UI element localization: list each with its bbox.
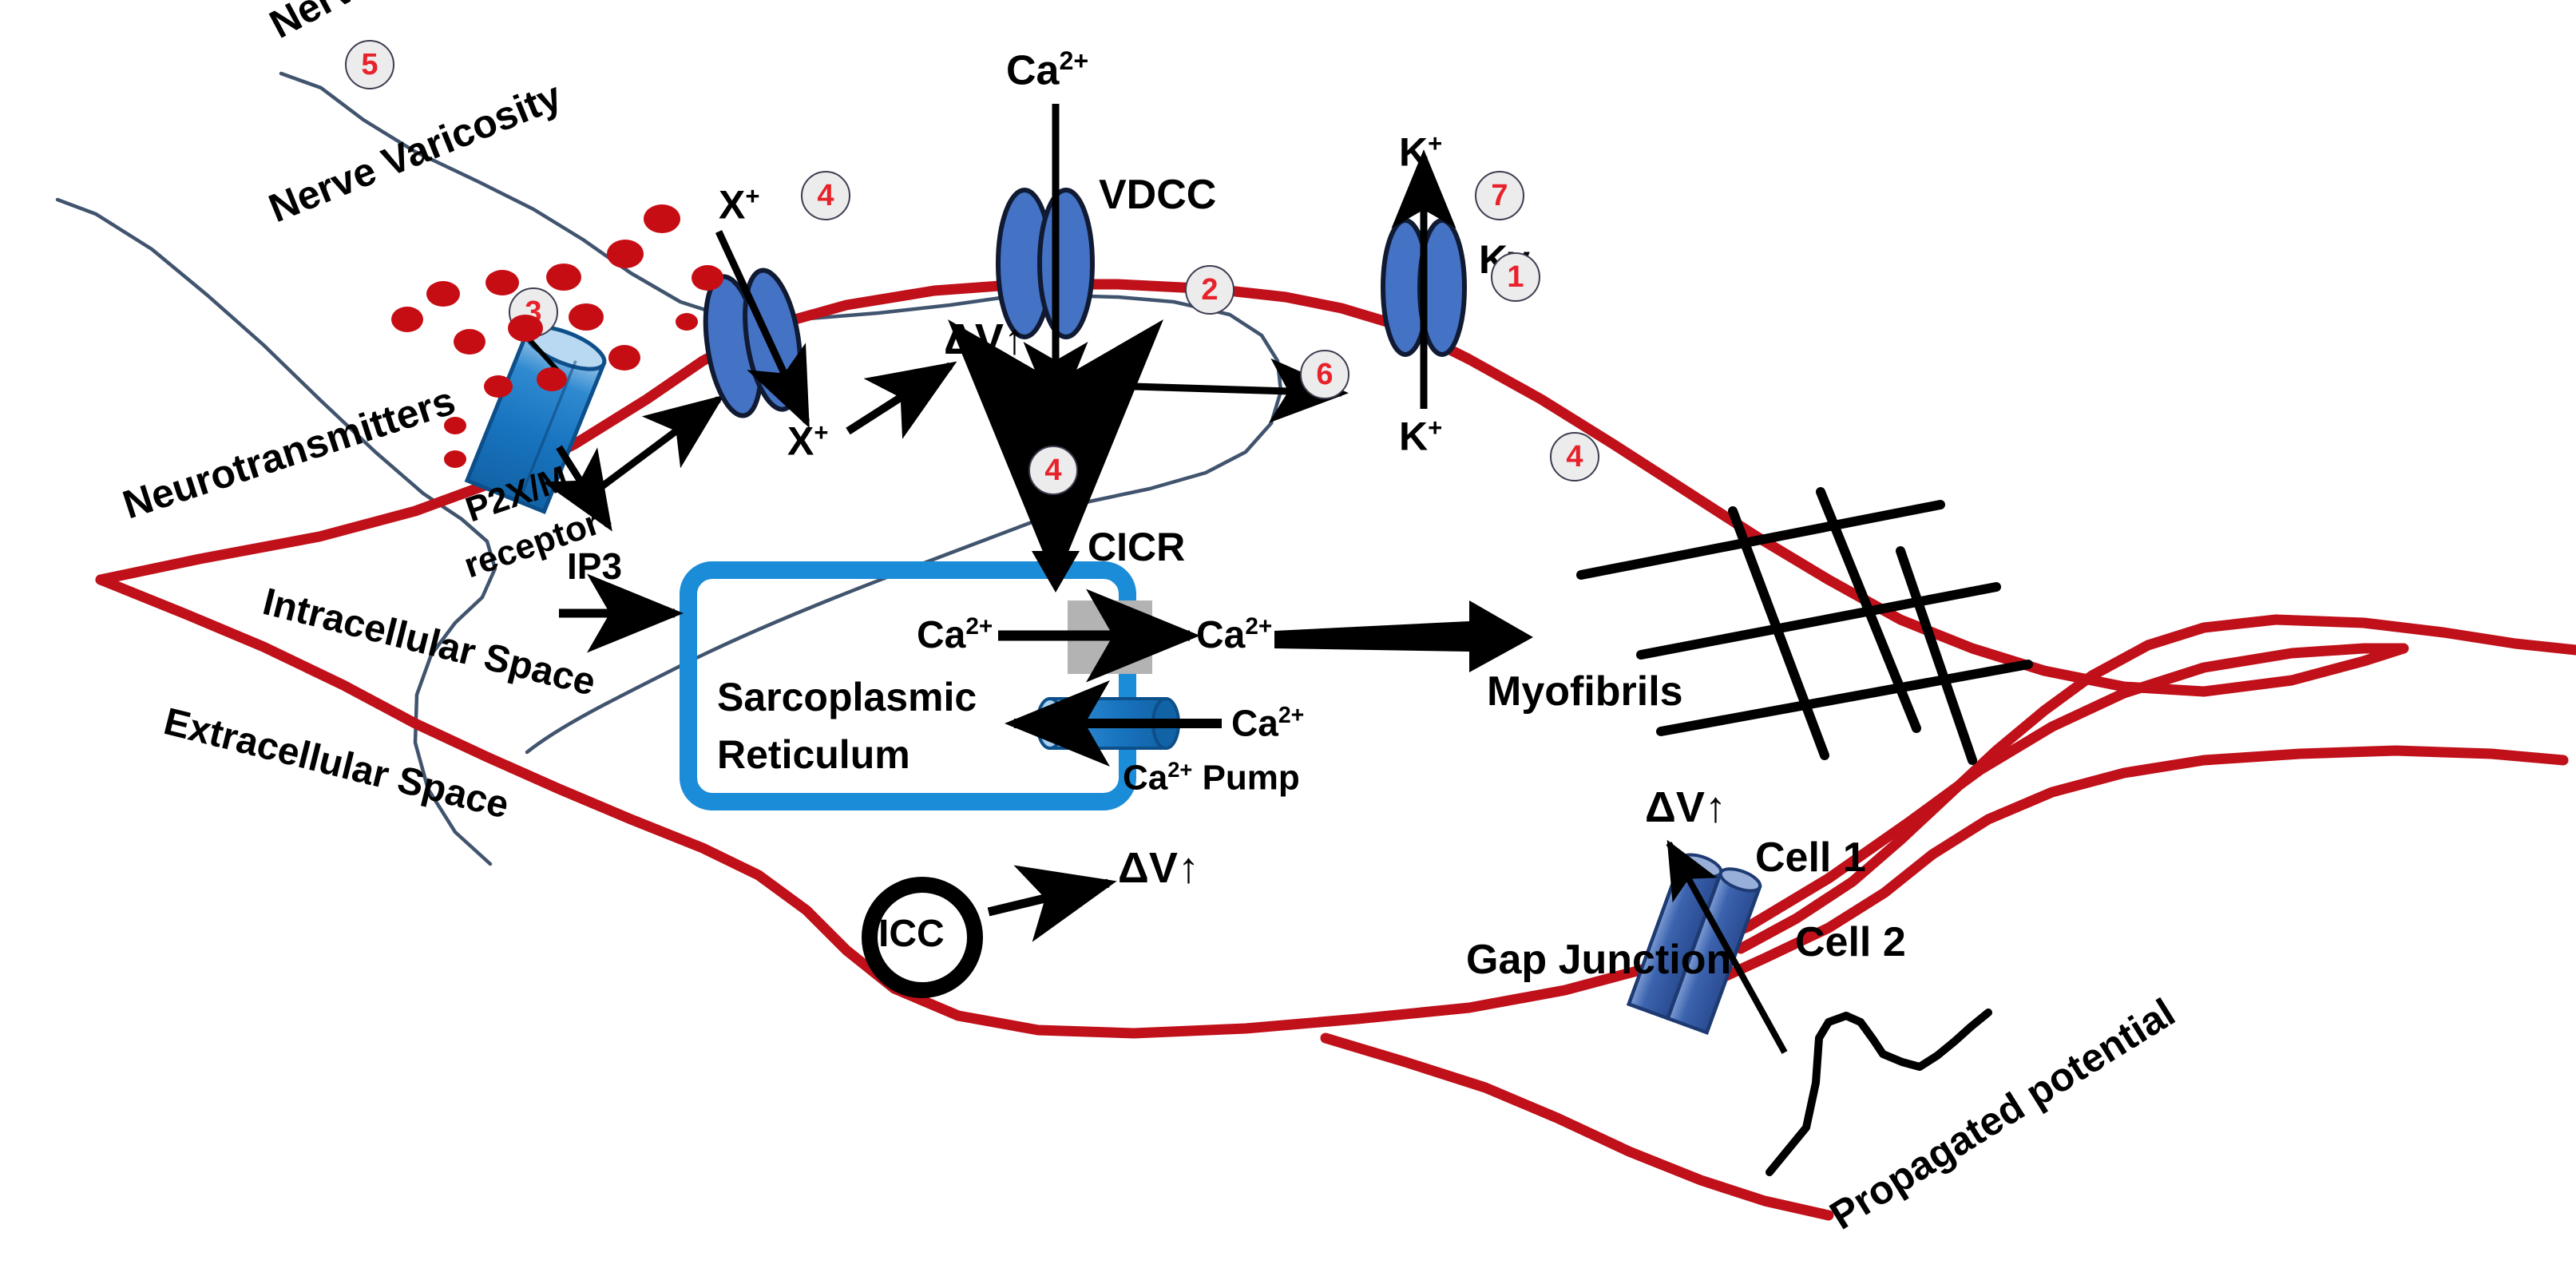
- label-icc: ICC: [878, 913, 945, 955]
- synaptic-vesicle: [676, 313, 698, 331]
- kv-channel: [1381, 218, 1467, 357]
- synaptic-vesicle: [444, 417, 466, 434]
- receptor-to-ip3-arrow: [542, 445, 612, 532]
- synaptic-vesicle: [537, 367, 567, 391]
- x-plus-text: X: [787, 418, 814, 464]
- synaptic-vesicle: [508, 315, 543, 342]
- marker-1: 1: [1491, 252, 1540, 302]
- ca-superscript: 2+: [965, 613, 993, 640]
- k-plus-superscript: +: [1428, 414, 1443, 442]
- ca-superscript: 2+: [1167, 757, 1193, 782]
- x-plus-text: X: [719, 182, 746, 228]
- marker-5-nerve: 5: [345, 40, 394, 89]
- label-cell-2: Cell 2: [1795, 919, 1906, 965]
- propagated-potential-trace: [1766, 1009, 1992, 1176]
- label-k-plus-extracellular: K+: [1399, 131, 1442, 172]
- ca-text: Ca: [1006, 47, 1060, 94]
- label-ip3: IP3: [567, 545, 623, 587]
- synaptic-vesicle: [607, 240, 644, 268]
- k-plus-text: K: [1399, 129, 1429, 175]
- label-x-plus-extracellular: X+: [719, 184, 759, 225]
- label-ca-released-cytosol: Ca2+: [1196, 615, 1272, 655]
- label-x-plus-intracellular: X+: [787, 420, 828, 462]
- synaptic-vesicle: [692, 265, 723, 291]
- sarcoplasmic-reticulum-box: [680, 561, 1136, 810]
- cell-membrane-outline: [95, 279, 2576, 1221]
- label-ca-pump-ion: Ca2+: [1231, 702, 1305, 744]
- label-gap-junction: Gap Junction: [1466, 937, 1732, 983]
- label-delta-v-gap-junction: ΔV↑: [1645, 783, 1726, 831]
- label-sarcoplasmic-reticulum-line1: Sarcoplasmic: [717, 675, 977, 719]
- label-delta-v-membrane: ΔV↑: [944, 315, 1025, 363]
- label-sarcoplasmic-reticulum-line2: Reticulum: [717, 732, 910, 777]
- ca-text: Ca: [917, 614, 966, 656]
- marker-4-gap: 4: [1550, 432, 1599, 482]
- synaptic-vesicle: [485, 270, 519, 295]
- synaptic-vesicle: [569, 303, 604, 331]
- synaptic-vesicle: [426, 281, 460, 307]
- myofibrils-lattice: [1576, 487, 2033, 765]
- synaptic-vesicle: [644, 204, 680, 233]
- synaptic-vesicle: [608, 345, 640, 371]
- label-cell-1: Cell 1: [1755, 834, 1866, 881]
- receptor-to-xchannel-arrow: [590, 394, 725, 497]
- x-plus-influx-arrow: [715, 230, 810, 429]
- ca-text: Ca: [1231, 702, 1278, 744]
- label-ca-inside-sr: Ca2+: [917, 615, 993, 655]
- k-plus-text: K: [1399, 414, 1429, 459]
- label-k-plus-intracellular: K+: [1399, 415, 1442, 457]
- label-ca-extracellular: Ca2+: [1006, 48, 1088, 91]
- p2x-m-receptor-cylinder: [464, 325, 607, 515]
- k-plus-superscript: +: [1428, 129, 1443, 157]
- ca-text: Ca: [1196, 614, 1246, 656]
- synaptic-vesicle: [454, 329, 485, 355]
- synaptic-vesicle: [444, 450, 466, 468]
- synaptic-vesicle: [484, 375, 513, 398]
- label-myofibrils: Myofibrils: [1487, 668, 1683, 715]
- ca-superscript: 2+: [1245, 613, 1273, 640]
- calcium-to-myofibrils-arrow: [1274, 600, 1533, 672]
- label-ca-pump: Ca2+ Pump: [1123, 759, 1300, 796]
- marker-4-icc: 4: [1028, 446, 1078, 495]
- icc-cell-circle: [862, 877, 983, 998]
- synaptic-vesicle: [391, 307, 423, 332]
- label-delta-v-icc: ΔV↑: [1118, 844, 1199, 892]
- ca-pump-prefix: Ca: [1123, 758, 1168, 798]
- marker-6-pump: 6: [1300, 350, 1349, 399]
- ca-pump-word: Pump: [1202, 758, 1300, 798]
- label-cicr: CICR: [1088, 525, 1186, 569]
- label-vdcc: VDCC: [1099, 172, 1217, 218]
- marker-7-kv: 7: [1475, 171, 1524, 220]
- gap-junction-deltav-arrow: [1666, 839, 1788, 1054]
- xplus-to-deltav-arrow: [846, 361, 957, 439]
- synaptic-vesicle: [546, 264, 581, 291]
- ca-superscript: 2+: [1059, 46, 1089, 75]
- icc-to-deltav-arrow: [987, 865, 1117, 942]
- ca-superscript: 2+: [1056, 415, 1086, 444]
- marker-2: 2: [1185, 265, 1234, 315]
- ca-superscript: 2+: [1278, 703, 1305, 728]
- marker-4-membrane: 4: [801, 171, 850, 220]
- x-plus-superscript: +: [745, 182, 760, 210]
- x-plus-superscript: +: [814, 418, 829, 446]
